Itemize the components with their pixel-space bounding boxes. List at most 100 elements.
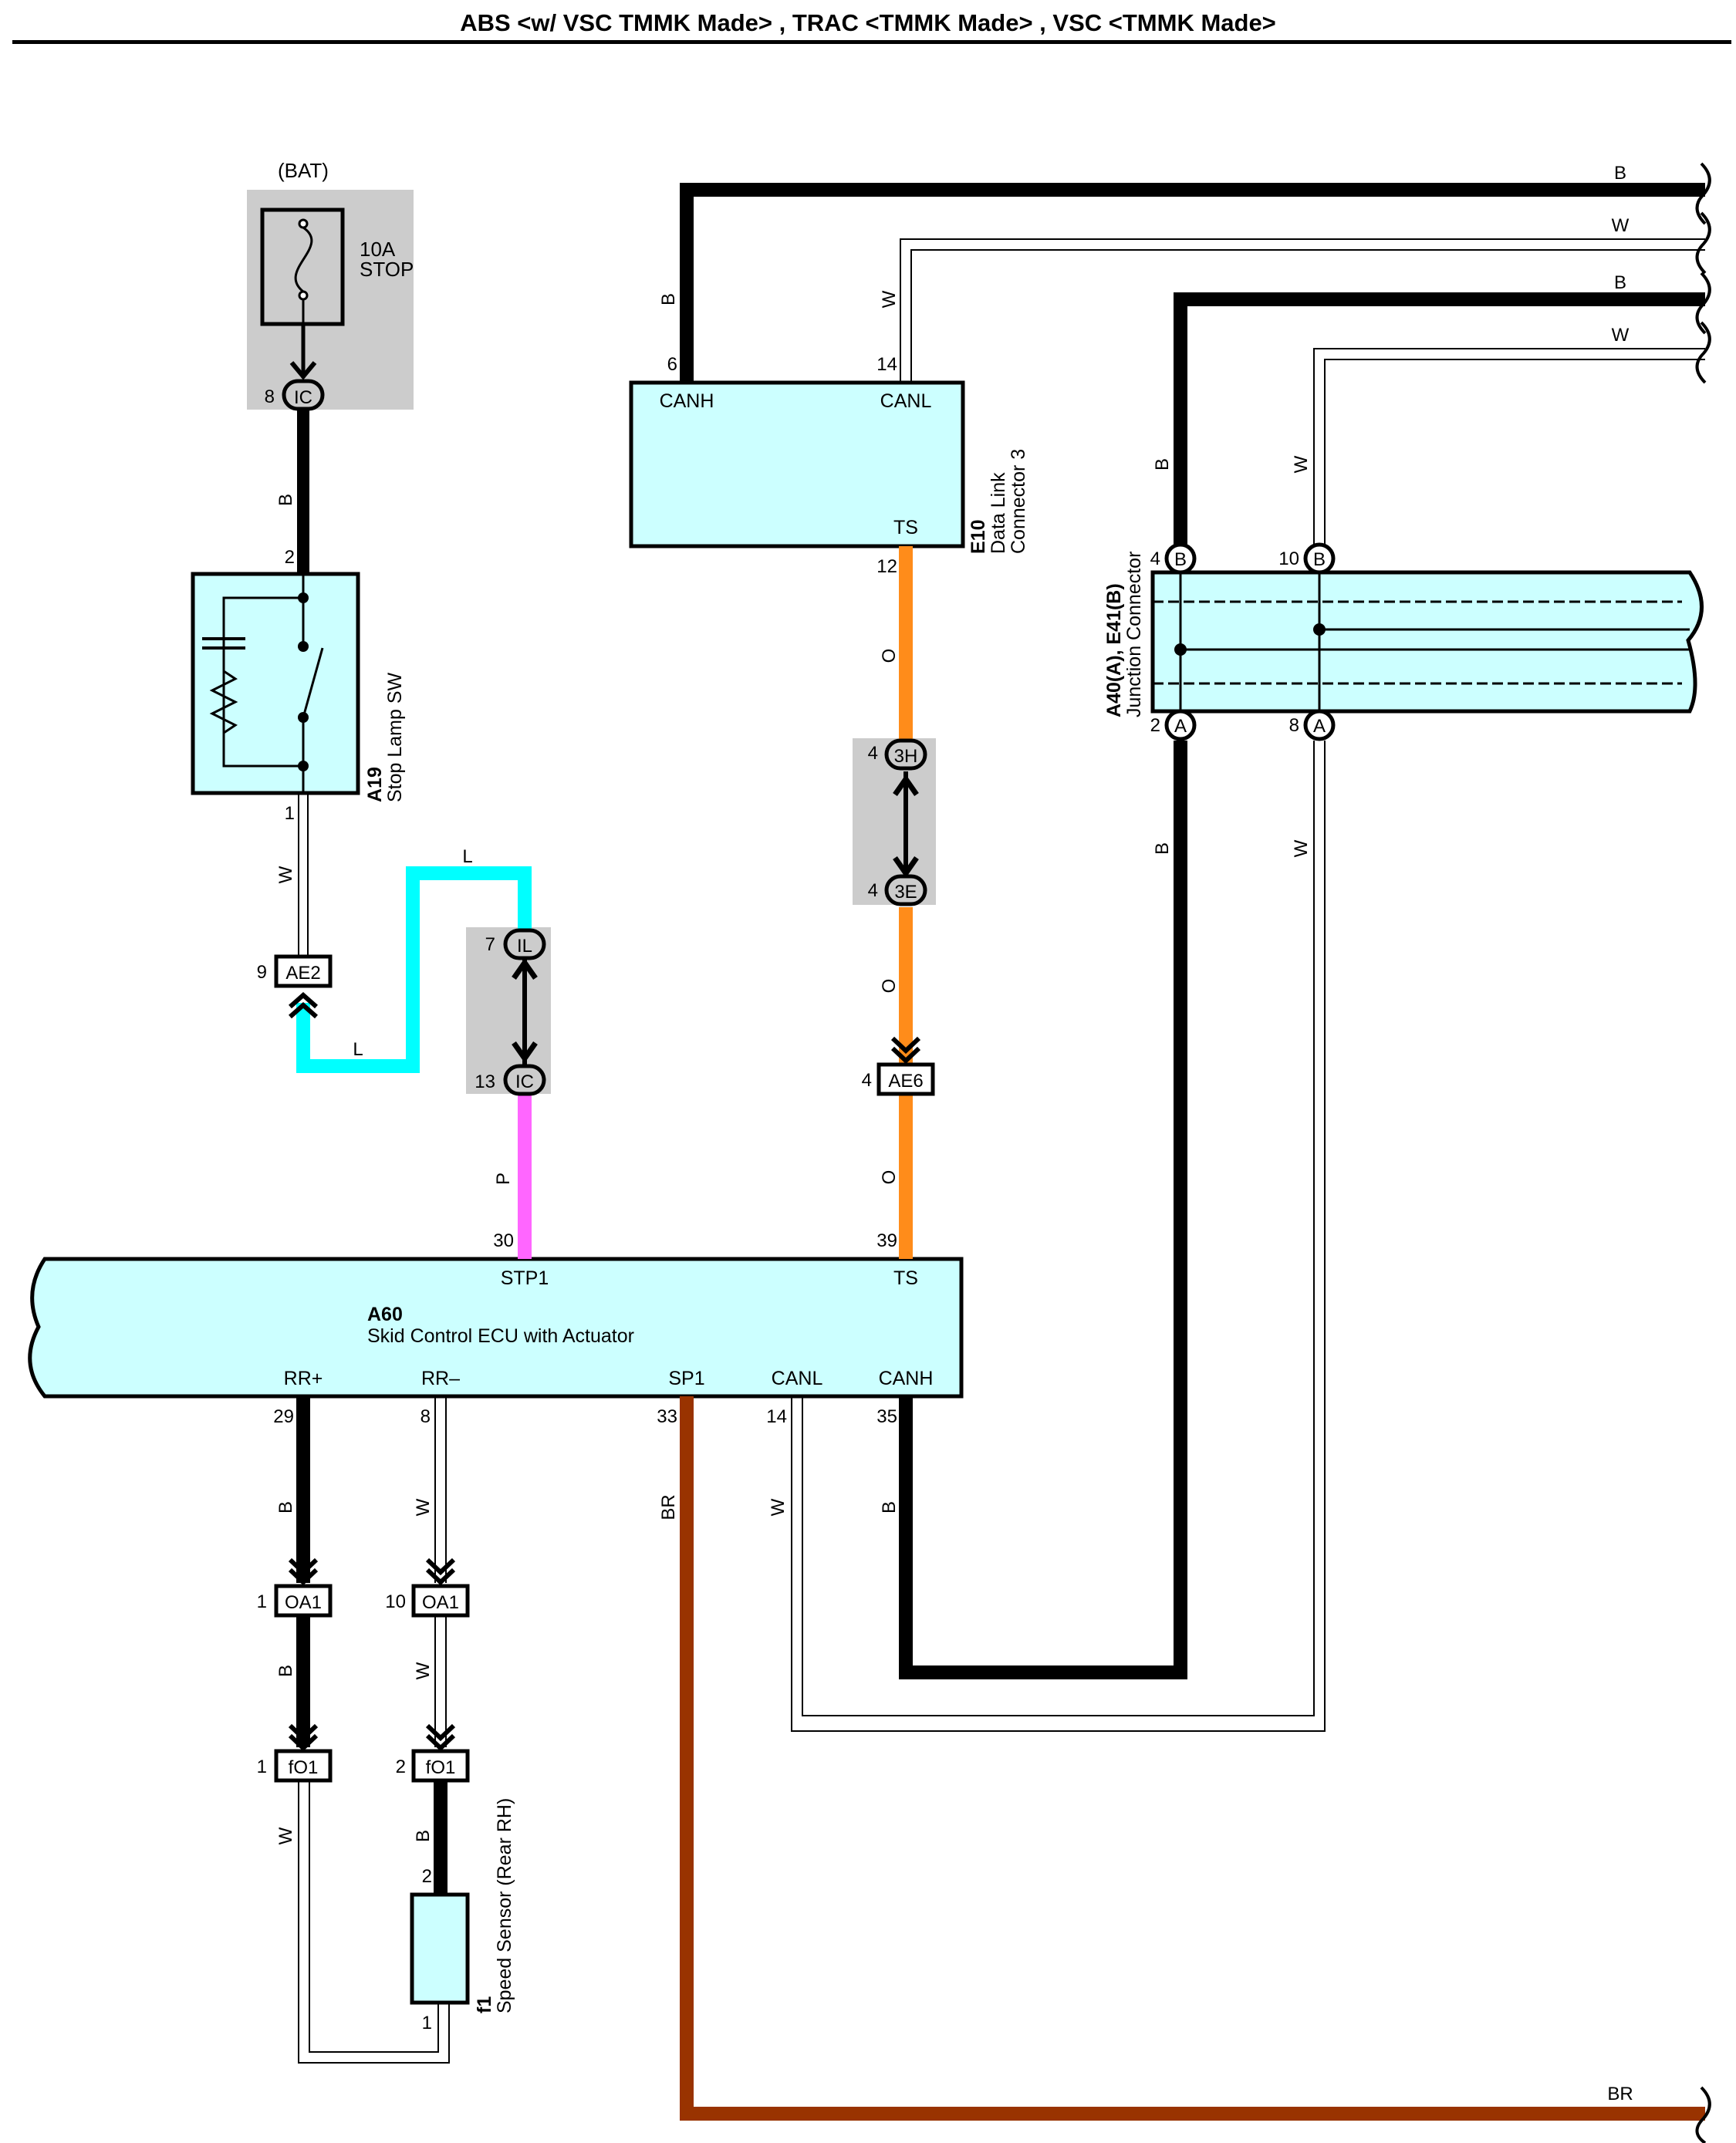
pin-3h: 4 — [868, 743, 878, 764]
jc-pin-a-left: A — [1164, 709, 1197, 741]
pin-sw-out: 1 — [285, 803, 295, 824]
pin-jc-a-right: 8 — [1289, 715, 1299, 736]
pin-ecu-rrp: 29 — [273, 1406, 294, 1427]
connector-fo1-a: fO1 — [274, 1749, 333, 1783]
svg-text:AE6: AE6 — [888, 1071, 923, 1092]
connector-3e: 3E — [884, 874, 927, 906]
svg-text:OA1: OA1 — [285, 1592, 322, 1613]
ecu-pin-rrp: RR+ — [284, 1368, 323, 1389]
stop-lamp-switch-body — [191, 572, 360, 795]
dlc3-caption: E10 Data Link Connector 3 — [968, 449, 1029, 554]
connector-fo1-b: fO1 — [411, 1749, 470, 1783]
connector-il: IL — [503, 928, 546, 960]
fuse-element-icon — [294, 226, 313, 293]
pin-fo1-b: 2 — [396, 1757, 406, 1777]
svg-text:A: A — [1313, 716, 1326, 737]
pin-3e: 4 — [868, 880, 878, 901]
pin-oa1-a: 1 — [257, 1591, 267, 1612]
svg-text:B: B — [1313, 549, 1326, 570]
ecu-body — [28, 1257, 964, 1399]
svg-text:fO1: fO1 — [426, 1757, 456, 1778]
dlc-pin-canl: CANL — [880, 390, 932, 412]
pin-jc-b-right: 10 — [1278, 548, 1299, 569]
wire-b-dlc-canh — [680, 183, 1705, 383]
connector-3h: 3H — [884, 738, 927, 771]
pin-il: 7 — [485, 934, 495, 955]
pin-fo1-a: 1 — [257, 1757, 267, 1777]
fuse-terminal-bottom — [298, 290, 309, 301]
wire-label-b: B — [275, 494, 296, 506]
fuse-rating-label: 10A — [360, 238, 396, 261]
speed-sensor-body — [410, 1892, 470, 2005]
pin-dlc-canl: 14 — [876, 354, 897, 375]
wire-label-br: BR — [658, 1494, 679, 1520]
fuse-terminal-top — [298, 218, 309, 229]
connector-ic-bottom: IC — [503, 1064, 546, 1096]
wire-label-p: P — [493, 1173, 514, 1185]
wire-label-w: W — [413, 1662, 434, 1679]
break-marks — [1695, 162, 1711, 2143]
wire-label-b: B — [1152, 458, 1173, 471]
fuse-name-label: STOP — [360, 258, 414, 281]
wire-label-b: B — [275, 1665, 296, 1677]
wire-label-w: W — [1612, 325, 1630, 346]
pin-ae6: 4 — [862, 1070, 872, 1091]
wire-label-w: W — [879, 290, 900, 308]
junction-name: Junction Connector — [1123, 552, 1145, 717]
connector-ic-top: IC — [282, 379, 325, 411]
junction-caption: A40(A), E41(B) Junction Connector — [1103, 552, 1145, 717]
wire-label-w: W — [768, 1498, 789, 1516]
ecu-pin-stp1: STP1 — [501, 1267, 549, 1289]
pin-dlc-ts: 12 — [876, 556, 897, 577]
pin-ic-bottom: 13 — [475, 1072, 495, 1092]
pin-ecu-canh: 35 — [876, 1406, 897, 1427]
pin-ae2: 9 — [257, 962, 267, 983]
jc-pin-a-right: A — [1303, 709, 1336, 741]
dlc3-name-line1: Data Link — [988, 472, 1009, 554]
svg-text:OA1: OA1 — [422, 1592, 459, 1613]
resistor-icon — [209, 656, 238, 741]
svg-text:B: B — [1174, 549, 1187, 570]
svg-text:IL: IL — [517, 936, 532, 957]
switch-contact-icon — [302, 647, 324, 718]
connector-oa1-a: OA1 — [274, 1584, 333, 1618]
speed-sensor-caption: f1 Speed Sensor (Rear RH) — [474, 1798, 515, 2013]
wire-label-w: W — [1291, 455, 1312, 473]
wire-w-jc-ecu-canl — [791, 741, 1326, 1732]
wire-label-w: W — [1612, 215, 1630, 236]
wire-label-br: BR — [1607, 2084, 1633, 2104]
connector-ae2: AE2 — [274, 954, 333, 988]
wire-l-ae2-il — [296, 866, 532, 1073]
svg-text:fO1: fO1 — [289, 1757, 319, 1778]
wire-label-b: B — [658, 293, 679, 305]
speed-sensor-name: Speed Sensor (Rear RH) — [494, 1798, 515, 2013]
page-title: ABS <w/ VSC TMMK Made> , TRAC <TMMK Made… — [460, 9, 1276, 36]
ecu-code: A60 — [367, 1304, 403, 1325]
stop-lamp-switch-name: Stop Lamp SW — [384, 672, 406, 802]
wire-br-sp1 — [680, 1396, 1705, 2121]
ecu-name: Skid Control ECU with Actuator — [367, 1325, 634, 1347]
junction-code: A40(A), E41(B) — [1103, 583, 1125, 717]
wire-label-b: B — [413, 1830, 434, 1842]
wire-label-b: B — [1614, 163, 1626, 184]
wire-label-l: L — [353, 1039, 363, 1060]
wire-label-b: B — [1152, 842, 1173, 855]
dlc3-name-line2: Connector 3 — [1008, 449, 1029, 554]
stop-lamp-switch-caption: A19 Stop Lamp SW — [364, 672, 406, 802]
wire-label-o: O — [879, 979, 900, 994]
wire-label-b: B — [879, 1501, 900, 1514]
pin-ic-top: 8 — [265, 386, 275, 407]
ecu-pin-canh: CANH — [879, 1368, 934, 1389]
chevron-up-icon — [289, 991, 318, 1009]
wire-w-dlc-canl — [910, 249, 1705, 383]
ecu-pin-ts: TS — [893, 1267, 918, 1289]
svg-text:3E: 3E — [894, 882, 917, 903]
pin-ecu-canl: 14 — [766, 1406, 787, 1427]
wire-label-w: W — [1291, 839, 1312, 857]
pin-ecu-sp1: 33 — [657, 1406, 677, 1427]
ecu-pin-sp1: SP1 — [668, 1368, 704, 1389]
wire-label-w: W — [275, 866, 296, 883]
wire-b-jc-ecu-canh — [899, 741, 1187, 1679]
wire-label-w: W — [413, 1498, 434, 1516]
pin-sensor-top: 2 — [422, 1866, 432, 1887]
